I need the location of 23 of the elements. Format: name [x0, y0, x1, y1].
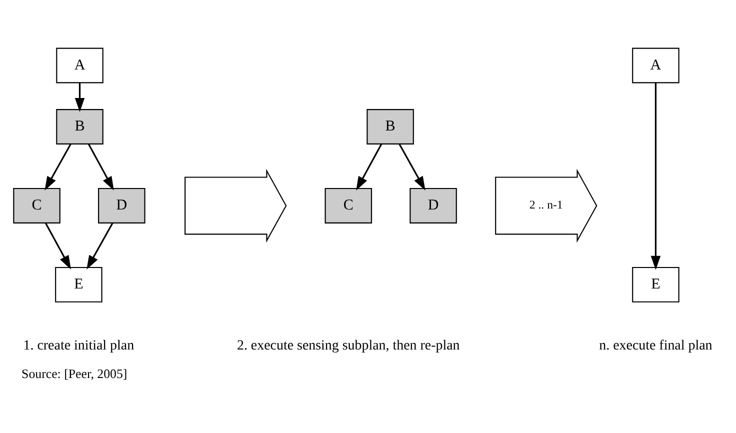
- node-box: C: [324, 187, 372, 223]
- node-box: B: [366, 108, 414, 144]
- label: n. execute final plan: [599, 338, 712, 354]
- caption: Source: [Peer, 2005]: [22, 366, 128, 380]
- node-box: C: [13, 187, 60, 223]
- node-arrow: [184, 168, 287, 242]
- label: 2. execute sensing subplan, then re-plan: [236, 338, 460, 354]
- node-box: B: [56, 108, 104, 144]
- arrow: [44, 143, 72, 190]
- arrow: [74, 82, 85, 112]
- arrow: [44, 222, 71, 269]
- node-box: A: [632, 47, 680, 83]
- arrow: [86, 222, 114, 269]
- arrow: [650, 82, 661, 270]
- node-box: D: [410, 187, 457, 223]
- arrow: [356, 143, 382, 190]
- node-box: D: [98, 187, 146, 223]
- node-box: A: [56, 47, 104, 83]
- arrow: [398, 143, 426, 190]
- node-box: E: [55, 266, 102, 302]
- node-box: E: [632, 266, 680, 302]
- label: 1. create initial plan: [23, 338, 134, 354]
- arrow: [88, 143, 114, 190]
